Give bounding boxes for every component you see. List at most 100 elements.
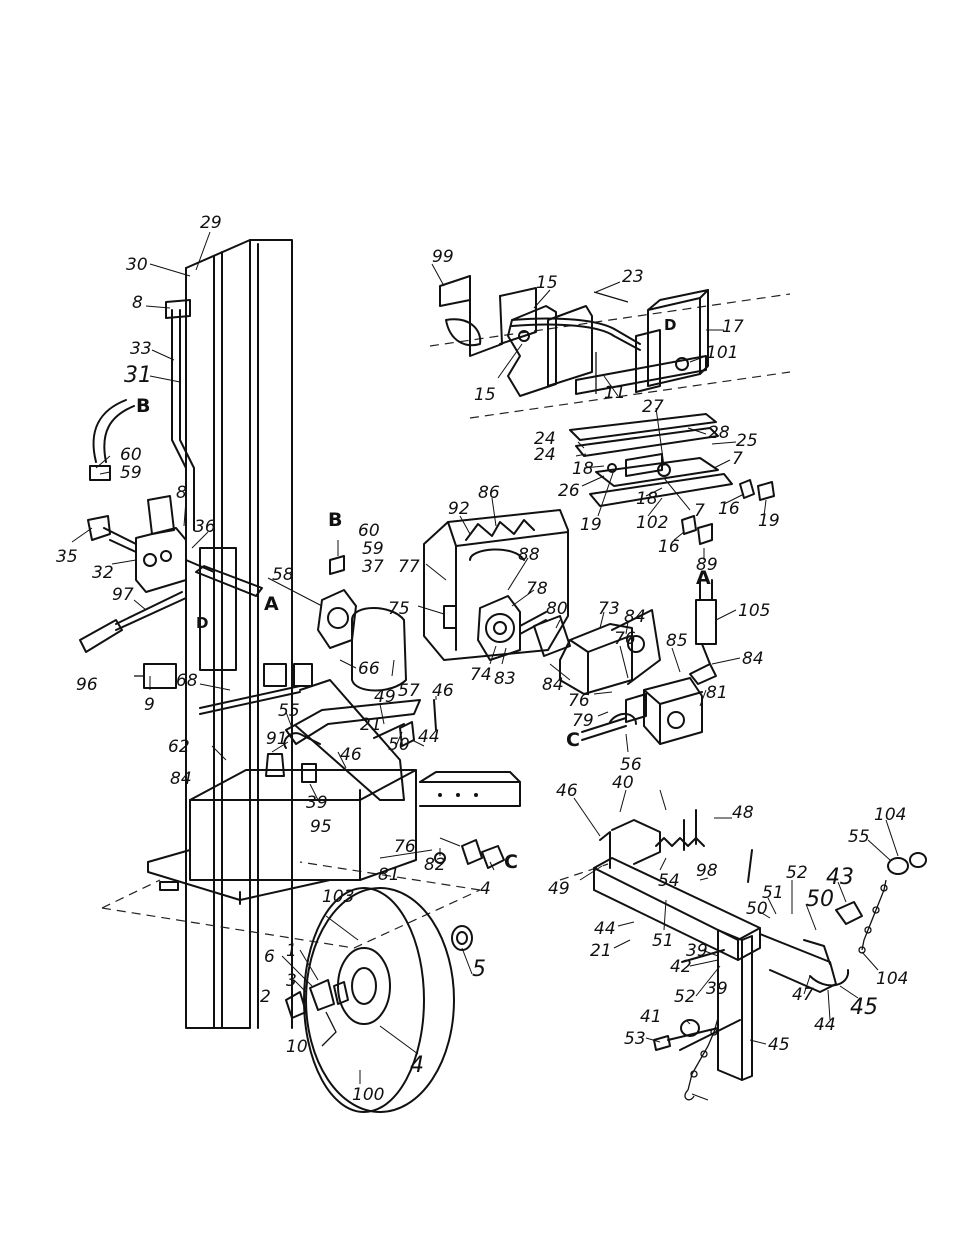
callout-84: 76	[394, 837, 416, 857]
callout-92: 86	[478, 483, 500, 503]
callout-44: 44	[418, 727, 440, 747]
callout-53: 45	[768, 1035, 790, 1055]
bolt-41	[653, 1027, 719, 1051]
callout-84-b: 74	[470, 665, 492, 685]
hose-c	[581, 717, 627, 741]
callout-52: 43	[826, 865, 854, 890]
callout-6: 1	[286, 941, 297, 961]
callout-60-b: 60	[358, 521, 380, 541]
callout-39: 95	[310, 817, 332, 837]
callout-40: 48	[732, 803, 754, 823]
safety-chain-lower	[684, 1017, 719, 1101]
callout-99: 15	[536, 273, 558, 293]
connection-label-c-2: C	[504, 851, 518, 873]
connection-label-a-2: A	[696, 567, 711, 589]
mount-block: D	[575, 289, 709, 395]
callout-84-c: 76	[614, 629, 636, 649]
callout-11: 27	[642, 397, 664, 417]
plate-tag-d-2: D	[664, 316, 676, 334]
connection-label-a: A	[264, 593, 279, 615]
callout-91: 91	[266, 729, 288, 749]
wheel	[285, 887, 473, 1113]
callout-59: 59	[120, 463, 142, 483]
callout-82: 4	[480, 879, 491, 899]
callout-16-b: 89	[696, 555, 718, 575]
top-brackets	[439, 275, 641, 397]
callout-81: 82	[424, 855, 446, 875]
callout-55: 55	[278, 701, 300, 721]
coupling	[533, 609, 661, 695]
callout-4: 103	[322, 887, 354, 907]
callout-25: 24	[534, 429, 556, 449]
callout-44-c: 45	[850, 995, 878, 1020]
control-valve	[87, 495, 263, 597]
callout-60: 60	[120, 445, 142, 465]
tongue-spring	[655, 837, 705, 847]
callout-85: 84	[542, 675, 564, 695]
callout-16: 19	[758, 511, 780, 531]
callout-100: 99	[432, 247, 454, 267]
callout-73: 84	[624, 607, 646, 627]
callouts: 29 30 8 33 31 60 59 35 32 8 36 97 96 9 6…	[56, 213, 908, 1105]
callout-5: 6	[264, 947, 275, 967]
callout-66: 66	[358, 659, 380, 679]
callout-75: 78	[526, 579, 548, 599]
callout-37: 37	[362, 557, 384, 577]
callout-104: 55	[848, 827, 870, 847]
engine	[423, 509, 569, 661]
callout-51: 50	[746, 899, 768, 919]
bolts-16-19	[681, 479, 775, 545]
callout-54: 98	[696, 861, 718, 881]
callout-45: 104	[876, 969, 908, 989]
callout-49-c: 54	[658, 871, 680, 891]
callout-46: 46	[432, 681, 454, 701]
callout-79: 81	[706, 683, 728, 703]
hitch-tongue	[593, 809, 927, 1081]
callout-10: 4	[410, 1053, 424, 1078]
callout-24: 24	[534, 445, 556, 465]
callout-7-b: 18	[636, 489, 658, 509]
callout-17: 101	[706, 343, 738, 363]
callout-56: 46	[556, 781, 578, 801]
ground-outline	[101, 293, 791, 949]
safety-chain-upper	[858, 879, 888, 954]
callout-49-b: 46	[340, 745, 362, 765]
callout-88: 75	[388, 599, 410, 619]
lever-bracket	[199, 663, 421, 801]
callout-26: 7	[694, 501, 705, 521]
callout-24-b: 7	[732, 449, 743, 469]
hose-b	[89, 399, 135, 481]
callout-29: 29	[200, 213, 222, 233]
pins	[265, 699, 437, 783]
callout-80: 73	[598, 599, 620, 619]
leader-lines	[71, 231, 899, 1101]
callout-41: 53	[624, 1029, 646, 1049]
connection-label-c: C	[566, 729, 580, 751]
callout-98: 52	[786, 863, 808, 883]
callout-31: 31	[124, 363, 152, 388]
pipe-line	[165, 299, 195, 531]
callout-52-b: 39	[706, 979, 728, 999]
callout-46-c: 40	[612, 773, 634, 793]
callout-84-d: 76	[568, 691, 590, 711]
callout-7: 18	[572, 459, 594, 479]
callout-43: 51	[762, 883, 784, 903]
callout-36: 36	[194, 517, 216, 537]
callout-51-b: 39	[686, 941, 708, 961]
callout-47: 44	[814, 1015, 836, 1035]
callout-23: 17	[722, 317, 744, 337]
callout-78: 80	[546, 599, 568, 619]
callout-50: 50	[388, 735, 410, 755]
callout-42: 52	[674, 987, 696, 1007]
callout-103: 5	[472, 957, 486, 982]
callout-104-b: 41	[640, 1007, 662, 1027]
callout-50-b: 44	[594, 919, 616, 939]
plate-tag-d: D	[196, 614, 208, 632]
callout-2: 10	[286, 1037, 308, 1057]
callout-39-b: 42	[670, 957, 692, 977]
vertical-beam: D	[185, 239, 293, 1029]
callout-46-b: 39	[306, 793, 328, 813]
callout-49: 49	[374, 687, 396, 707]
